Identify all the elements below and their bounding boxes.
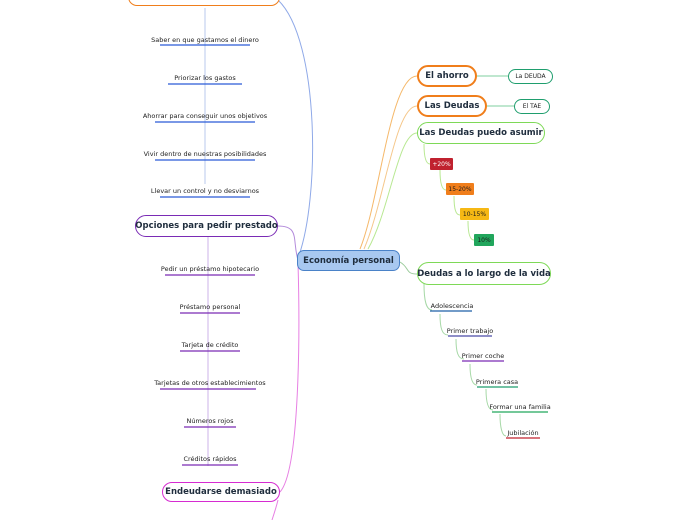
list-item: Números rojos <box>186 417 234 425</box>
list-item: Primer trabajo <box>446 327 494 335</box>
tag-15-20: 15-20% <box>446 183 474 195</box>
list-item: Ahorrar para conseguir unos objetivos <box>142 112 268 120</box>
deudas-node[interactable]: Las Deudas <box>417 95 487 117</box>
list-item: Priorizar los gastos <box>174 74 236 82</box>
largo-node[interactable]: Deudas a lo largo de la vida <box>417 262 551 285</box>
list-item: Pedir un préstamo hipotecario <box>160 265 260 273</box>
ahorro-node[interactable]: El ahorro <box>417 65 477 87</box>
tag-10: 10% <box>474 234 494 246</box>
list-item: Tarjetas de otros establecimientos <box>154 379 266 387</box>
list-item: Tarjeta de crédito <box>181 341 239 349</box>
deuda-pill[interactable]: La DEUDA <box>508 69 553 84</box>
tae-pill[interactable]: El TAE <box>514 99 550 114</box>
link-endeudarse-down <box>271 499 279 520</box>
opciones-node[interactable]: Opciones para pedir prestado <box>135 215 278 237</box>
topleft-main-node[interactable] <box>128 0 280 6</box>
tag-20-plus: +20% <box>430 158 453 170</box>
list-item: Llevar un control y no desviarnos <box>150 187 260 195</box>
list-item: Jubilación <box>507 429 539 437</box>
center-node[interactable]: Economía personal <box>297 250 400 271</box>
list-item: Préstamo personal <box>179 303 241 311</box>
list-item: Vivir dentro de nuestras posibilidades <box>143 150 267 158</box>
tag-10-15: 10-15% <box>460 208 489 220</box>
link-center-largo <box>399 261 418 275</box>
puedo-node[interactable]: Las Deudas puedo asumir <box>417 122 545 144</box>
endeudarse-node[interactable]: Endeudarse demasiado <box>162 482 280 502</box>
list-item: Primera casa <box>475 378 519 386</box>
link-center-ahorro <box>359 75 418 250</box>
list-item: Créditos rápidos <box>183 455 237 463</box>
link-center-endeudarse <box>279 262 300 493</box>
list-item: Primer coche <box>461 352 505 360</box>
list-item: Adolescencia <box>430 302 474 310</box>
list-item: Saber en que gastamos el dinero <box>151 36 259 44</box>
link-center-puedo <box>367 132 418 250</box>
list-item: Formar una familia <box>489 403 551 411</box>
link-center-deudas <box>363 105 418 250</box>
link-center-opciones <box>277 225 299 261</box>
link-center-topleft <box>277 0 314 259</box>
